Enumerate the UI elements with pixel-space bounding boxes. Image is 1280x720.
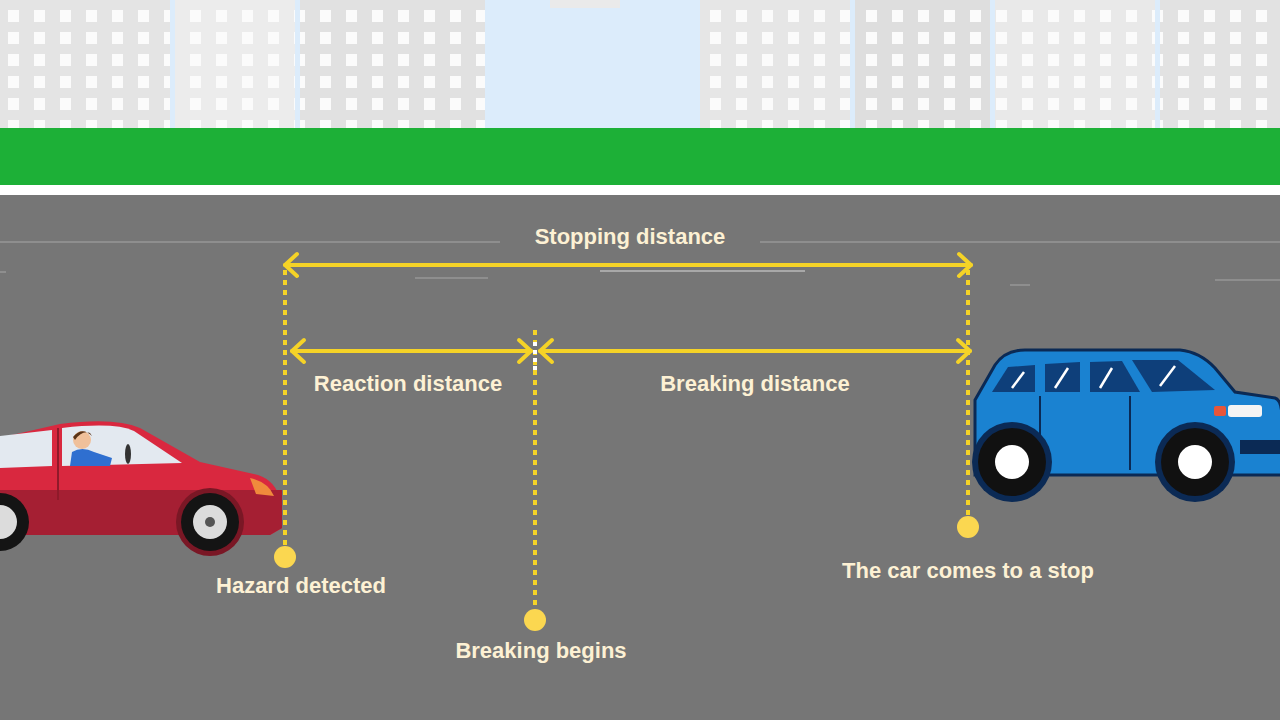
marker-dot [274,546,296,568]
lane-line [415,277,488,279]
lane-line [760,241,1280,243]
dimension-lines [285,254,971,362]
door-line [57,428,59,500]
lane-line [0,241,500,243]
sky [0,0,1280,130]
kerb [0,185,1280,195]
red-car [0,421,282,556]
grass-strip [0,128,1280,185]
dimension-arrow [285,263,971,267]
driver-hair [73,431,92,440]
rim [0,505,17,539]
headlight [250,478,274,496]
lane-line [600,270,805,272]
lane-line [1215,279,1280,281]
arrowhead [519,340,531,362]
building [1160,0,1280,130]
lane-line [1010,284,1030,286]
rim [193,505,227,539]
dotted-marker [283,270,287,546]
building [0,0,170,130]
hub [205,517,215,527]
marker-dot [524,609,546,631]
marker-highlight [533,342,537,372]
dimension-label: Reaction distance [314,371,502,397]
building-windows [1160,0,1280,130]
bumper [1240,440,1280,454]
dotted-marker [533,330,537,609]
building-windows [995,0,1155,130]
wheel-arch [176,488,244,556]
suv-windshield [1132,360,1215,392]
point-label: Hazard detected [216,573,386,599]
dimension-arrow [540,349,970,353]
tyre [181,493,239,551]
suv-window [1090,361,1140,392]
lane-line [0,271,6,273]
driver-head [73,431,91,449]
dotted-marker [966,270,970,516]
wheel-arch [972,422,1052,502]
car-window [0,430,52,468]
buildings [0,0,1280,130]
tyre [0,493,29,551]
arrowhead [292,340,304,362]
blue-suv [972,350,1280,502]
building [175,0,295,130]
building-windows [700,0,850,130]
driver-body [70,449,112,466]
tyre [1161,428,1229,496]
steering-wheel [125,444,131,464]
arrowhead [540,340,552,362]
dimension-arrow [292,349,531,353]
rim [1178,445,1212,479]
window-glare [1012,366,1175,388]
building [995,0,1155,130]
glare [1012,372,1024,388]
car-window [62,426,182,466]
building-windows [855,0,990,130]
building [550,0,620,8]
glare [1100,368,1112,388]
marker-dot [957,516,979,538]
headlight [1228,405,1262,417]
building [300,0,485,130]
building-windows [300,0,485,130]
door-line [1129,396,1131,470]
point-label: Breaking begins [455,638,626,664]
suv-window [1045,362,1080,392]
tyre [978,428,1046,496]
building-windows [175,0,295,130]
wheel-arch [1155,422,1235,502]
suv-window [992,365,1035,392]
dimension-label: Stopping distance [535,224,726,250]
indicator [1214,406,1226,416]
building [700,0,850,130]
glare [1055,368,1068,388]
dimension-label: Breaking distance [660,371,850,397]
building [855,0,990,130]
rim [995,445,1029,479]
building-windows [0,0,170,130]
point-label: The car comes to a stop [842,558,1094,584]
glare [1160,366,1175,386]
